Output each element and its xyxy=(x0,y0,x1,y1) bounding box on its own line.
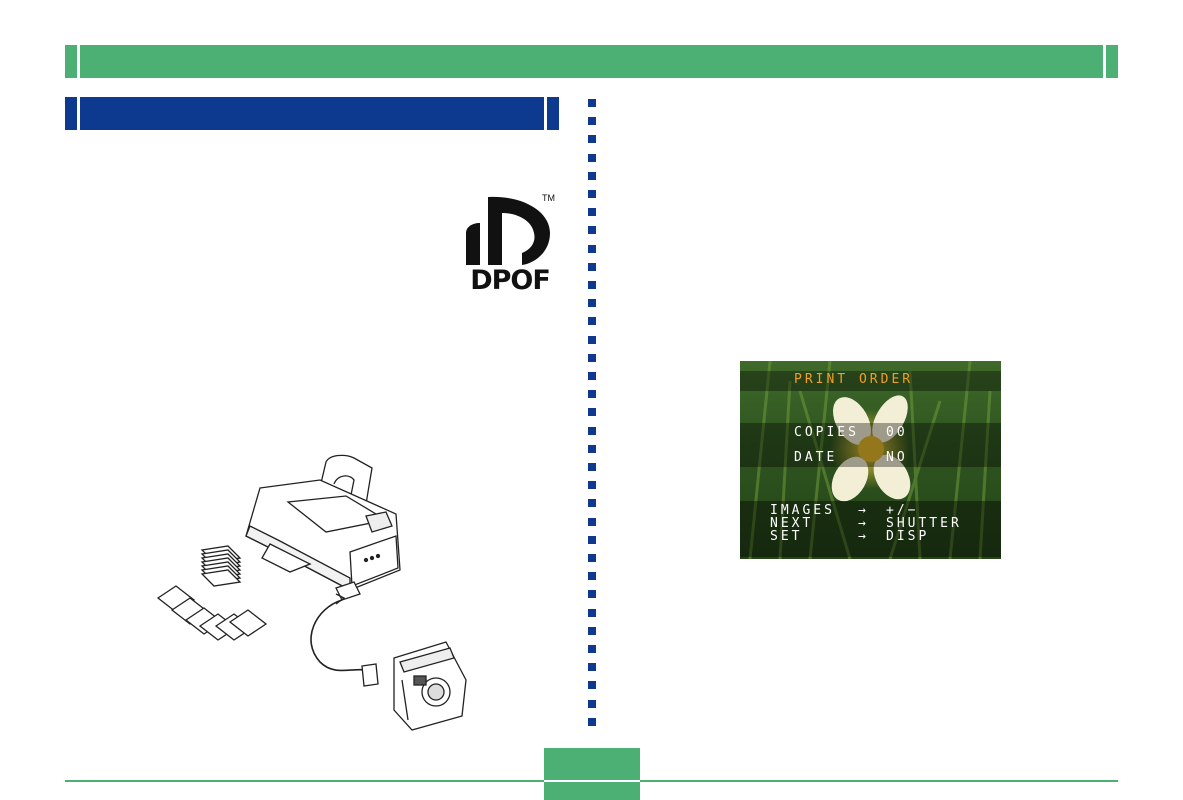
divider-dot xyxy=(588,299,596,308)
divider-dot xyxy=(588,608,596,617)
header-bar-cap-left xyxy=(77,45,80,78)
memory-card-icon xyxy=(361,663,379,687)
page-number-tab xyxy=(544,748,640,800)
cable-path xyxy=(310,599,367,672)
divider-dot xyxy=(588,117,596,126)
lcd-help-arrow-icon: → xyxy=(858,503,869,518)
camera-lcd-screen: PRINT ORDER COPIES 00 DATE NO IMAGES → +… xyxy=(740,361,1001,559)
lcd-copies-value: 00 xyxy=(886,425,908,440)
flower-photo xyxy=(740,361,1001,559)
divider-dot xyxy=(588,190,596,198)
divider-dot xyxy=(588,517,596,526)
printer-camera-illustration xyxy=(150,440,480,740)
divider-dot xyxy=(588,554,596,562)
divider-dot xyxy=(588,590,596,599)
lcd-help-arrow-icon: → xyxy=(858,516,869,531)
divider-dot xyxy=(588,663,596,672)
section-header-bar xyxy=(65,97,559,130)
divider-dot xyxy=(588,444,596,453)
section-bar-cap-left xyxy=(77,97,80,130)
lcd-title: PRINT ORDER xyxy=(794,372,914,387)
divider-dot xyxy=(588,353,596,362)
lcd-date-label: DATE xyxy=(794,450,838,465)
divider-dot xyxy=(588,135,596,144)
dpof-logo-mark-icon xyxy=(466,196,550,265)
lcd-copies-label: COPIES xyxy=(794,425,859,440)
lcd-help-action: SHUTTER xyxy=(886,516,962,531)
divider-dot xyxy=(588,335,596,344)
divider-dot xyxy=(588,699,596,708)
dpof-logo: DPOF TM xyxy=(462,193,558,301)
lcd-help-action: DISP xyxy=(886,529,930,544)
divider-dot xyxy=(588,681,596,690)
divider-dot xyxy=(588,262,596,271)
lcd-help-action: +/− xyxy=(886,503,919,518)
lcd-help-label: SET xyxy=(770,529,803,544)
column-divider xyxy=(588,99,596,729)
cable-arrow-icon xyxy=(335,593,346,605)
scattered-prints-icon xyxy=(156,585,268,641)
divider-dot xyxy=(588,153,596,162)
divider-dot xyxy=(588,535,596,544)
lcd-date-value: NO xyxy=(886,450,908,465)
divider-dot xyxy=(588,171,596,180)
divider-dot xyxy=(588,281,596,289)
divider-dot xyxy=(588,463,596,471)
dpof-logo-text: DPOF xyxy=(470,265,551,296)
divider-dot xyxy=(588,390,596,399)
section-bar-cap-right xyxy=(544,97,547,130)
divider-dot xyxy=(588,208,596,217)
divider-dot xyxy=(588,244,596,253)
divider-dot xyxy=(588,499,596,508)
lcd-help-label: NEXT xyxy=(770,516,814,531)
trademark-mark: TM xyxy=(542,193,555,203)
divider-dot xyxy=(588,99,596,107)
divider-dot xyxy=(588,481,596,490)
header-bar-cap-right xyxy=(1103,45,1106,78)
divider-dot xyxy=(588,372,596,380)
divider-dot xyxy=(588,645,596,653)
divider-dot xyxy=(588,226,596,235)
page-tab-divider xyxy=(544,780,640,782)
divider-dot xyxy=(588,572,596,581)
lcd-help-arrow-icon: → xyxy=(858,529,869,544)
page-header-bar xyxy=(65,45,1118,78)
divider-dot xyxy=(588,626,596,635)
divider-dot xyxy=(588,426,596,435)
divider-dot xyxy=(588,408,596,417)
divider-dot xyxy=(588,717,596,726)
camera-icon xyxy=(393,641,467,731)
print-stack-icon xyxy=(200,545,242,587)
lcd-help-label: IMAGES xyxy=(770,503,835,518)
printer-icon xyxy=(245,454,401,601)
divider-dot xyxy=(588,317,596,326)
